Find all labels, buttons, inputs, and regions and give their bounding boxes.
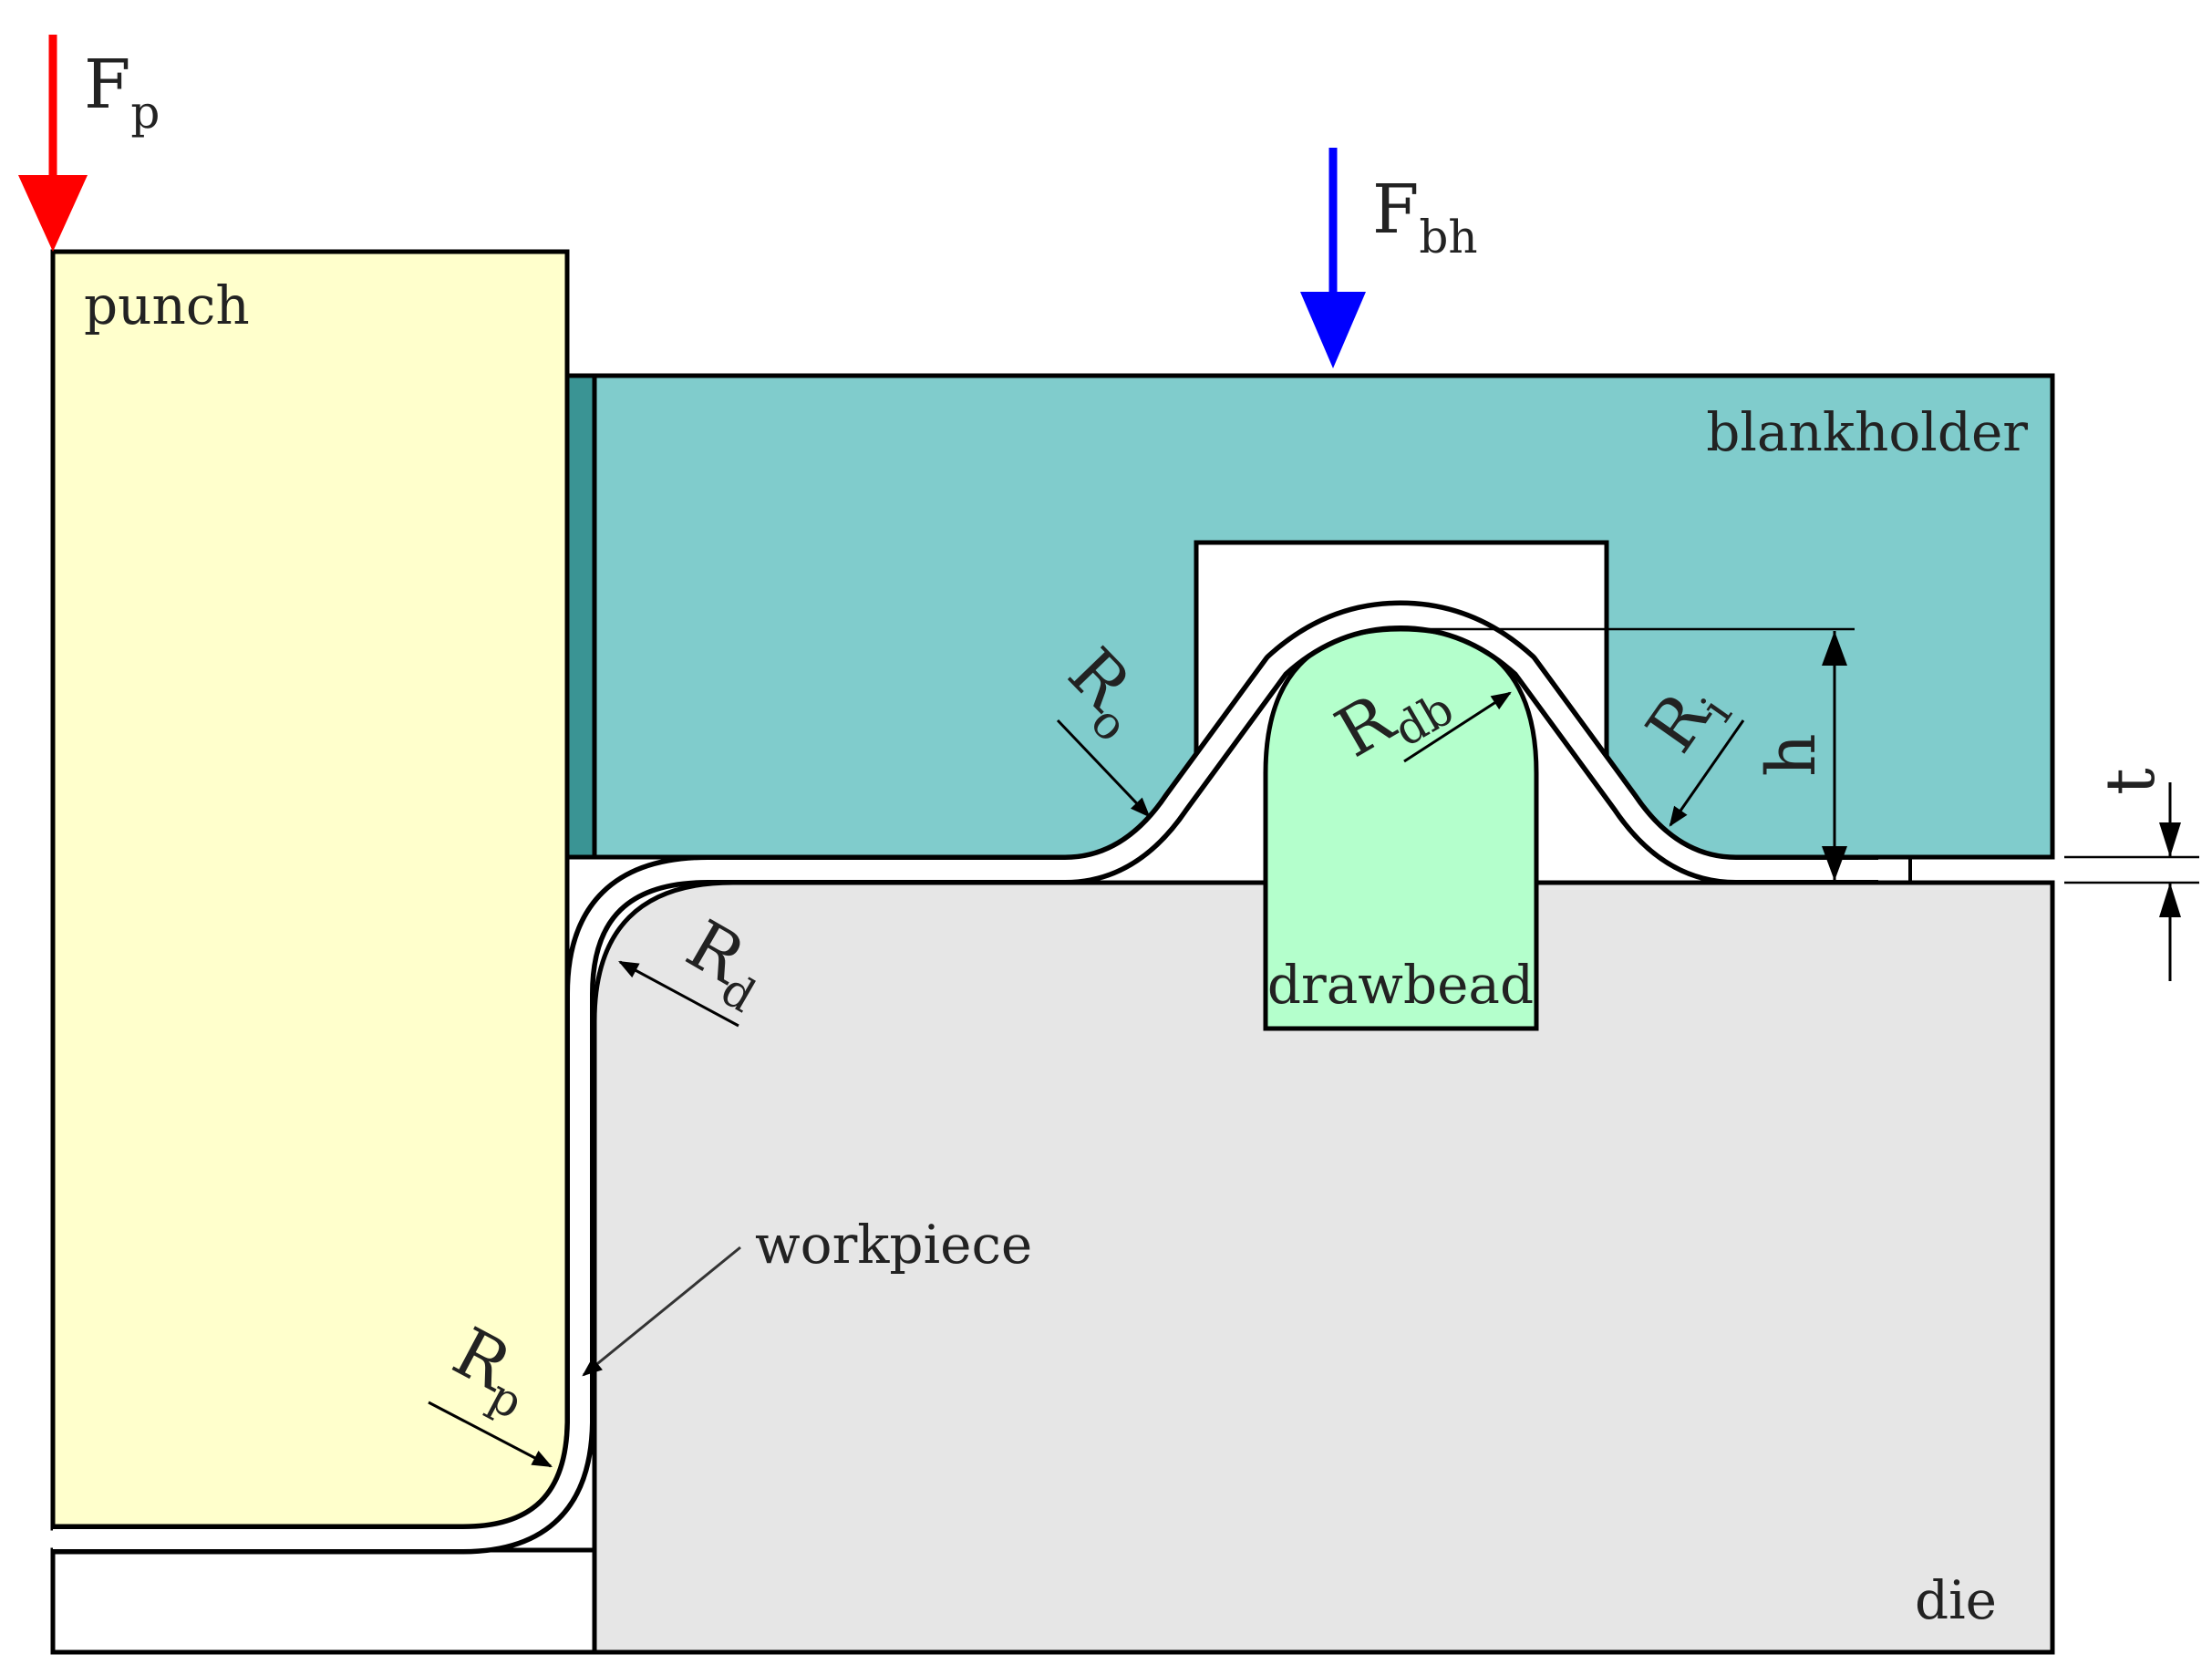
blankholder-label: blankholder [1706,401,2028,463]
blankholder-force-subscript: bh [1419,211,1477,264]
drawbead-label: drawbead [1267,954,1534,1016]
workpiece-leader [582,1246,741,1377]
rp-leader [428,1401,553,1468]
blankholder-force-symbol: F [1372,171,1419,249]
workpiece-label: workpiece [755,1214,1032,1276]
punch-force-symbol: F [84,46,130,124]
ri-leader [1669,719,1745,827]
blankholder-guide [564,373,597,860]
punch-force-subscript: p [130,86,160,139]
h-arrow-top [1822,631,1847,666]
rdb-leader [1403,691,1512,763]
workpiece-sheet-core [53,605,1878,1549]
blankholder-force-arrow-head [1300,292,1366,368]
die-label: die [1915,1569,1997,1631]
ro-leader [1056,719,1151,818]
h-arrow-bottom [1822,846,1847,881]
rd-leader [618,960,739,1028]
punch-force-label: Fp [84,46,160,139]
t-arrow-bottom [2159,883,2181,917]
punch-force-arrow-head [18,175,88,252]
frame-bottom-left [50,1547,597,1655]
h-label: h [1752,733,1831,777]
blankholder-force-label: Fbh [1372,171,1478,264]
punch-label: punch [84,274,250,336]
t-arrow-top [2159,822,2181,857]
t-label: t [2092,768,2170,795]
